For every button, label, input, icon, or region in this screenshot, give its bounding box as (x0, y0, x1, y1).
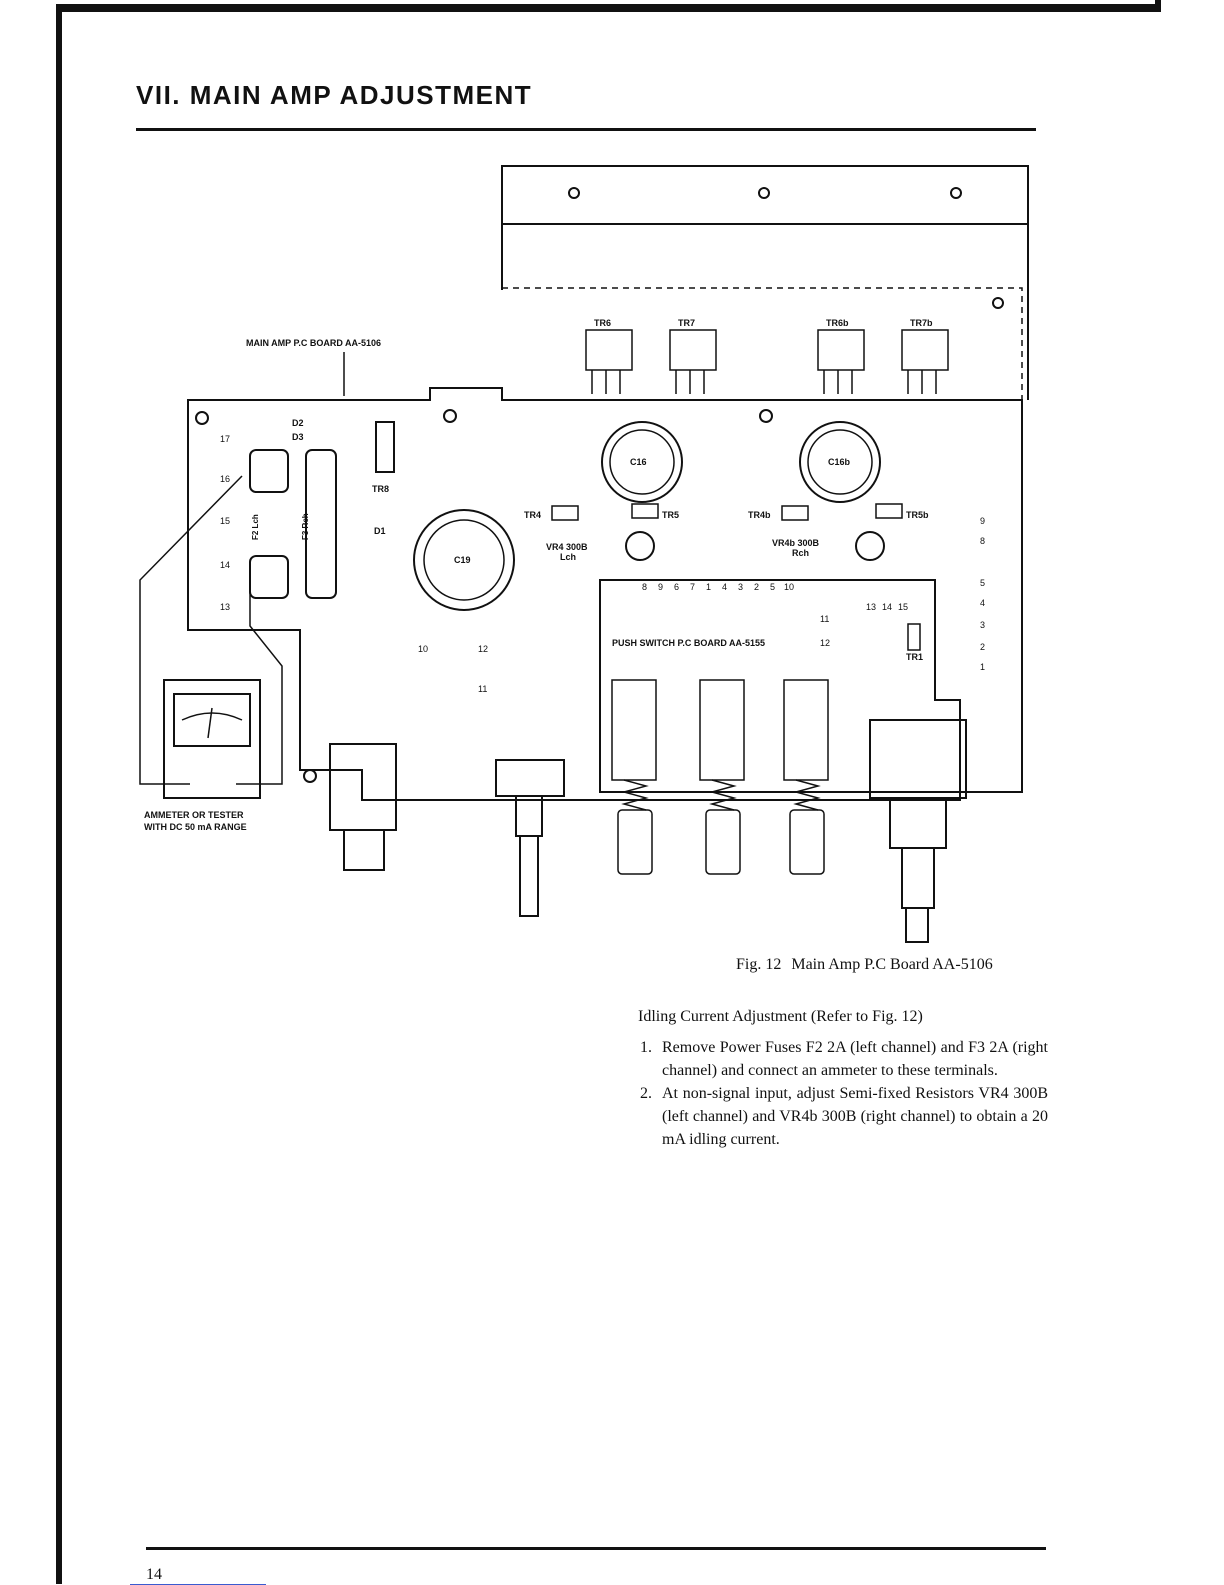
label-d2: D2 (292, 418, 304, 428)
label-tr4: TR4 (524, 510, 541, 520)
label-push-switch-board: PUSH SWITCH P.C BOARD AA-5155 (612, 638, 765, 648)
terminal-right-5: 3 (980, 620, 985, 630)
ammeter-body (163, 679, 261, 799)
switch-terminal-4: 7 (690, 582, 695, 592)
label-vr4: VR4 300B (546, 542, 588, 552)
capacitor-c16 (601, 421, 683, 503)
switch-terminal-13: 13 (866, 602, 876, 612)
terminal-right-1: 9 (980, 516, 985, 526)
figure-title: Main Amp P.C Board AA-5106 (791, 956, 993, 973)
switch-terminal-11: 11 (820, 614, 829, 624)
label-tr5b: TR5b (906, 510, 929, 520)
label-d3: D3 (292, 432, 304, 442)
label-c16: C16 (630, 457, 647, 467)
label-c16b: C16b (828, 457, 851, 467)
figure-caption: Fig. 12 Main Amp P.C Board AA-5106 (736, 956, 993, 974)
terminal-right-4: 4 (980, 598, 985, 608)
board-terminal-11: 11 (478, 684, 487, 694)
figure-number: Fig. 12 (736, 956, 782, 973)
switch-terminal-2: 9 (658, 582, 663, 592)
chassis-bracket (501, 165, 1029, 225)
board-terminal-10: 10 (418, 644, 428, 654)
transistor-tr8 (375, 421, 395, 473)
title-rule (136, 128, 1036, 131)
capacitor-c19 (413, 509, 515, 611)
terminal-left-5: 13 (220, 602, 230, 612)
switch-terminal-15: 15 (898, 602, 908, 612)
label-f2-lch: F2 Lch (251, 514, 260, 540)
step-text: Remove Power Fuses F2 2A (left channel) … (662, 1039, 1048, 1079)
step-number: 2. (640, 1085, 652, 1102)
label-tr7b: TR7b (910, 318, 933, 328)
label-tr6b: TR6b (826, 318, 849, 328)
ammeter-lead-minus (236, 580, 283, 785)
ammeter-lead-plus (139, 475, 243, 785)
step-text: At non-signal input, adjust Semi-fixed R… (662, 1085, 1048, 1148)
label-tr5: TR5 (662, 510, 679, 520)
switch-terminal-5: 1 (706, 582, 711, 592)
fuse-holder-f2-bottom (249, 555, 289, 599)
main-amp-board-diagram: MAIN AMP P.C BOARD AA-5106 TR6 TR7 TR6b … (139, 165, 1029, 943)
switch-terminal-9: 5 (770, 582, 775, 592)
terminal-right-2: 8 (980, 536, 985, 546)
push-switch-board-outline (599, 579, 961, 793)
terminal-right-7: 1 (980, 662, 985, 672)
page-border-top (56, 4, 1161, 12)
procedure-steps: 1. Remove Power Fuses F2 2A (left channe… (638, 1036, 1048, 1151)
volume-pot-left (495, 759, 565, 797)
label-vr4-ch: Lch (560, 552, 576, 562)
procedure-step: 1. Remove Power Fuses F2 2A (left channe… (638, 1036, 1048, 1082)
terminal-left-1: 17 (220, 434, 230, 444)
label-tr1: TR1 (906, 652, 923, 662)
procedure-step: 2. At non-signal input, adjust Semi-fixe… (638, 1082, 1048, 1151)
label-tr7: TR7 (678, 318, 695, 328)
procedure-heading: Idling Current Adjustment (Refer to Fig.… (638, 1008, 923, 1025)
switch-terminal-3: 6 (674, 582, 679, 592)
label-vr4b-ch: Rch (792, 548, 809, 558)
terminal-right-6: 2 (980, 642, 985, 652)
trimmer-vr4b (855, 531, 885, 561)
label-tr4b: TR4b (748, 510, 771, 520)
label-tr8: TR8 (372, 484, 389, 494)
label-ammeter-line1: AMMETER OR TESTER (144, 810, 244, 820)
switch-terminal-14: 14 (882, 602, 892, 612)
heatsink-outline (502, 287, 1023, 401)
terminal-left-4: 14 (220, 560, 230, 570)
fuse-holder-f3 (305, 449, 337, 599)
switch-terminal-7: 3 (738, 582, 743, 592)
label-d1: D1 (374, 526, 386, 536)
page-number: 14 (146, 1566, 162, 1583)
terminal-right-3: 5 (980, 578, 985, 588)
capacitor-c16b (799, 421, 881, 503)
step-number: 1. (640, 1039, 652, 1056)
page-title: VII. MAIN AMP ADJUSTMENT (136, 80, 533, 110)
terminal-left-2: 16 (220, 474, 230, 484)
terminal-left-3: 15 (220, 516, 230, 526)
label-tr6: TR6 (594, 318, 611, 328)
volume-pot-right (869, 719, 967, 799)
switch-terminal-10: 10 (784, 582, 794, 592)
label-ammeter-line2: WITH DC 50 mA RANGE (144, 822, 247, 832)
label-f3-rch: F3 Rch (301, 513, 310, 540)
trimmer-vr4 (625, 531, 655, 561)
footer-rule (146, 1547, 1046, 1550)
board-terminal-12: 12 (478, 644, 488, 654)
label-main-board: MAIN AMP P.C BOARD AA-5106 (246, 338, 381, 348)
switch-terminal-1: 8 (642, 582, 647, 592)
fuse-holder-f2-top (249, 449, 289, 493)
label-c19: C19 (454, 555, 471, 565)
switch-terminal-8: 2 (754, 582, 759, 592)
label-vr4b: VR4b 300B (772, 538, 820, 548)
ammeter-dial (173, 693, 251, 747)
page-border-corner (1155, 0, 1161, 12)
switch-terminal-12: 12 (820, 638, 830, 648)
switch-terminal-6: 4 (722, 582, 727, 592)
page-border-left (56, 4, 62, 1584)
